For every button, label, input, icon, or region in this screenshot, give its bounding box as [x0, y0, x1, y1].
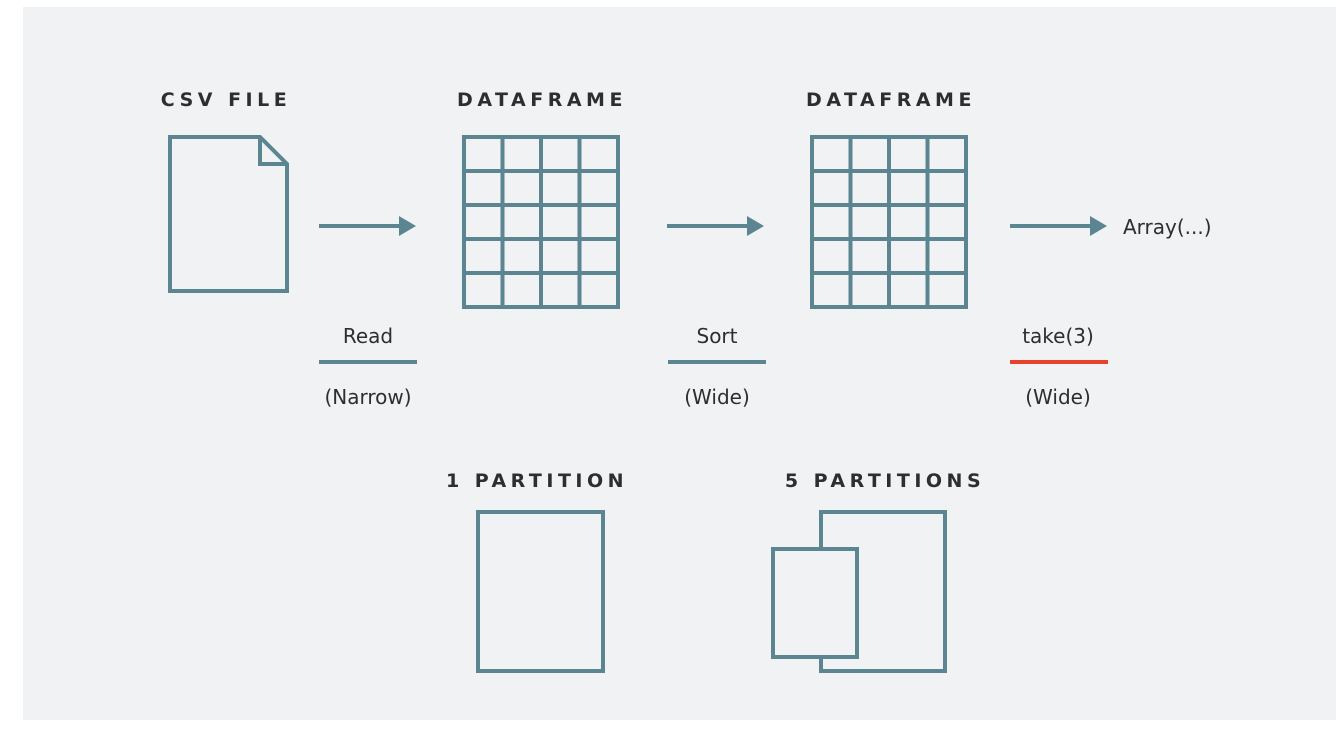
stacked-partitions-icon: [771, 510, 947, 673]
transformation-underline: [668, 360, 766, 364]
transformation-type-wide: (Wide): [1025, 385, 1091, 409]
heading-csv-file: CSV FILE: [160, 89, 292, 111]
dataframe-grid-icon: [462, 135, 620, 309]
arrow-right-icon: [667, 216, 764, 236]
heading-five-partitions: 5 PARTITIONS: [784, 470, 986, 492]
document-icon: [168, 135, 289, 293]
transformation-operation-read: Read: [342, 324, 394, 348]
arrow-right-icon: [1010, 216, 1107, 236]
output-label: Array(...): [1123, 215, 1212, 239]
dataframe-grid-icon: [810, 135, 968, 309]
heading-dataframe-1: DATAFRAME: [457, 89, 627, 111]
transformation-underline-highlight: [1010, 360, 1108, 364]
transformation-underline: [319, 360, 417, 364]
arrow-right-icon: [319, 216, 416, 236]
partition-icon: [476, 510, 605, 673]
transformation-type-narrow: (Narrow): [324, 385, 412, 409]
heading-one-partition: 1 PARTITION: [445, 470, 629, 492]
heading-dataframe-2: DATAFRAME: [806, 89, 976, 111]
transformation-operation-take: take(3): [1022, 324, 1094, 348]
transformation-operation-sort: Sort: [696, 324, 738, 348]
transformation-type-wide: (Wide): [684, 385, 750, 409]
